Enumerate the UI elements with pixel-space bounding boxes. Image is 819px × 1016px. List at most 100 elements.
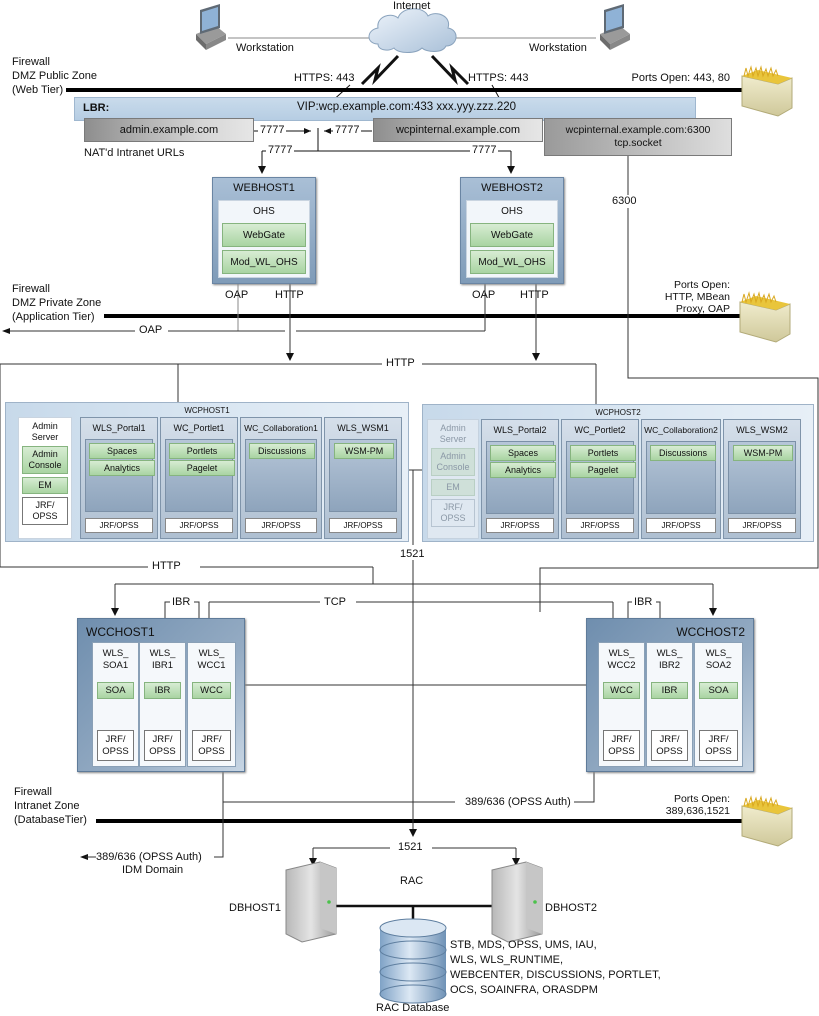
wls-server: WLS_SOA1 SOA JRF/OPSS <box>92 642 139 767</box>
app-soa: SOA <box>97 682 134 699</box>
wls-server: WLS_WCC1 WCC JRF/OPSS <box>187 642 236 767</box>
internet-cloud-icon <box>368 8 457 53</box>
app-wcc: WCC <box>192 682 231 699</box>
port-7777-label: 7777 <box>258 124 287 137</box>
webhost-title: WEBHOST2 <box>481 182 543 194</box>
wls-server: WLS_IBR2 IBR JRF/OPSS <box>646 642 693 767</box>
port-1521-label: 1521 <box>400 548 425 560</box>
app-soa: SOA <box>699 682 738 699</box>
app-discussions: Discussions <box>249 443 315 459</box>
jrf-opss: JRF/OPSS <box>431 499 475 527</box>
module-mod-wl-ohs: Mod_WL_OHS <box>470 250 554 274</box>
jrf-opss: JRF/OPSS <box>192 730 231 761</box>
app-pagelet: Pagelet <box>570 462 636 478</box>
port-1521-db-label: 1521 <box>398 841 423 853</box>
internet-label: Internet <box>393 0 431 12</box>
http-bus-label: HTTP <box>386 357 415 369</box>
jrf-opss: JRF/OPSS <box>144 730 181 761</box>
jrf-opss: JRF/OPSS <box>165 518 233 533</box>
lbr-vip: VIP:wcp.example.com:433 xxx.yyy.zzz.220 <box>297 101 517 113</box>
http-label: HTTP <box>520 289 549 301</box>
ohs-label: OHS <box>253 206 275 217</box>
wcchost-title: WCCHOST1 <box>86 625 155 639</box>
jrf-opss: JRF/OPSS <box>97 730 134 761</box>
app-ibr: IBR <box>144 682 181 699</box>
ibr-right-label: IBR <box>634 596 653 608</box>
ports-open-web: Ports Open: 443, 80 <box>631 72 730 84</box>
managed-server: WC_Collaboration2 Discussions JRF/OPSS <box>641 419 721 539</box>
app-analytics: Analytics <box>490 462 556 478</box>
wcchost2: WCCHOST2 WLS_WCC2 WCC JRF/OPSS WLS_IBR2 … <box>586 618 754 772</box>
jrf-opss: JRF/OPSS <box>22 497 68 525</box>
port-7777-label: 7777 <box>470 144 499 157</box>
webhost-title: WEBHOST1 <box>233 182 295 194</box>
webhost1: WEBHOST1 OHS WebGate Mod_WL_OHS <box>212 177 316 284</box>
jrf-opss: JRF/OPSS <box>486 518 554 533</box>
managed-server: WLS_Portal2 Spaces Analytics JRF/OPSS <box>481 419 559 539</box>
managed-server: WLS_WSM1 WSM-PM JRF/OPSS <box>324 417 402 539</box>
port-7777-label: 7777 <box>333 124 362 137</box>
jrf-opss: JRF/OPSS <box>646 518 716 533</box>
db-server-icon <box>285 861 337 943</box>
wls-server: WLS_IBR1 IBR JRF/OPSS <box>139 642 186 767</box>
firewall-line-db <box>96 819 746 823</box>
https-right-label: HTTPS: 443 <box>468 72 529 84</box>
app-ibr: IBR <box>651 682 688 699</box>
opss-auth-label: 389/636 (OPSS Auth) <box>462 796 574 809</box>
db-server-icon <box>491 861 543 943</box>
managed-server: WC_Portlet2 Portlets Pagelet JRF/OPSS <box>561 419 639 539</box>
wcphost-title: WCPHOST2 <box>595 408 641 417</box>
app-spaces: Spaces <box>89 443 155 459</box>
port-6300-label: 6300 <box>612 195 637 208</box>
jrf-opss: JRF/OPSS <box>85 518 153 533</box>
oap-label: OAP <box>472 289 496 301</box>
url-wcpinternal: wcpinternal.example.com <box>373 118 543 142</box>
workstation-label: Workstation <box>529 42 587 54</box>
em: EM <box>22 477 68 494</box>
jrf-opss: JRF/OPSS <box>245 518 317 533</box>
jrf-opss: JRF/OPSS <box>651 730 688 761</box>
wcchost1: WCCHOST1 WLS_SOA1 SOA JRF/OPSS WLS_IBR1 … <box>77 618 245 772</box>
managed-server: WLS_WSM2 WSM-PM JRF/OPSS <box>723 419 801 539</box>
module-mod-wl-ohs: Mod_WL_OHS <box>222 250 306 274</box>
wcphost-title: WCPHOST1 <box>184 406 230 415</box>
http-lower-label: HTTP <box>152 560 181 572</box>
module-webgate: WebGate <box>222 223 306 247</box>
firewall-icon <box>741 795 793 847</box>
http-label: HTTP <box>275 289 304 301</box>
em: EM <box>431 479 475 496</box>
wls-server: WLS_SOA2 SOA JRF/OPSS <box>694 642 743 767</box>
dbhost2-label: DBHOST2 <box>545 902 597 914</box>
managed-server: WC_Portlet1 Portlets Pagelet JRF/OPSS <box>160 417 238 539</box>
jrf-opss: JRF/OPSS <box>699 730 738 761</box>
wcchost-title: WCCHOST2 <box>676 625 745 639</box>
app-portlets: Portlets <box>570 445 636 461</box>
app-spaces: Spaces <box>490 445 556 461</box>
https-bolt-left <box>360 54 400 86</box>
port-7777-label: 7777 <box>266 144 295 157</box>
firewall-line-web <box>66 88 746 92</box>
https-left-label: HTTPS: 443 <box>294 72 355 84</box>
tcp-label: TCP <box>324 596 346 608</box>
rac-database-label: RAC Database <box>376 1002 450 1014</box>
db-schemas: STB, MDS, OPSS, UMS, IAU, WLS, WLS_RUNTI… <box>450 939 661 996</box>
firewall-line-app <box>104 314 744 318</box>
workstation-icon <box>600 4 630 50</box>
managed-server: WLS_Portal1 Spaces Analytics JRF/OPSS <box>80 417 158 539</box>
app-discussions: Discussions <box>650 445 716 461</box>
app-analytics: Analytics <box>89 460 155 476</box>
jrf-opss: JRF/OPSS <box>728 518 796 533</box>
wls-server: WLS_WCC2 WCC JRF/OPSS <box>598 642 645 767</box>
workstation-icon <box>196 4 226 50</box>
https-bolt-right <box>430 54 470 86</box>
jrf-opss: JRF/OPSS <box>566 518 634 533</box>
